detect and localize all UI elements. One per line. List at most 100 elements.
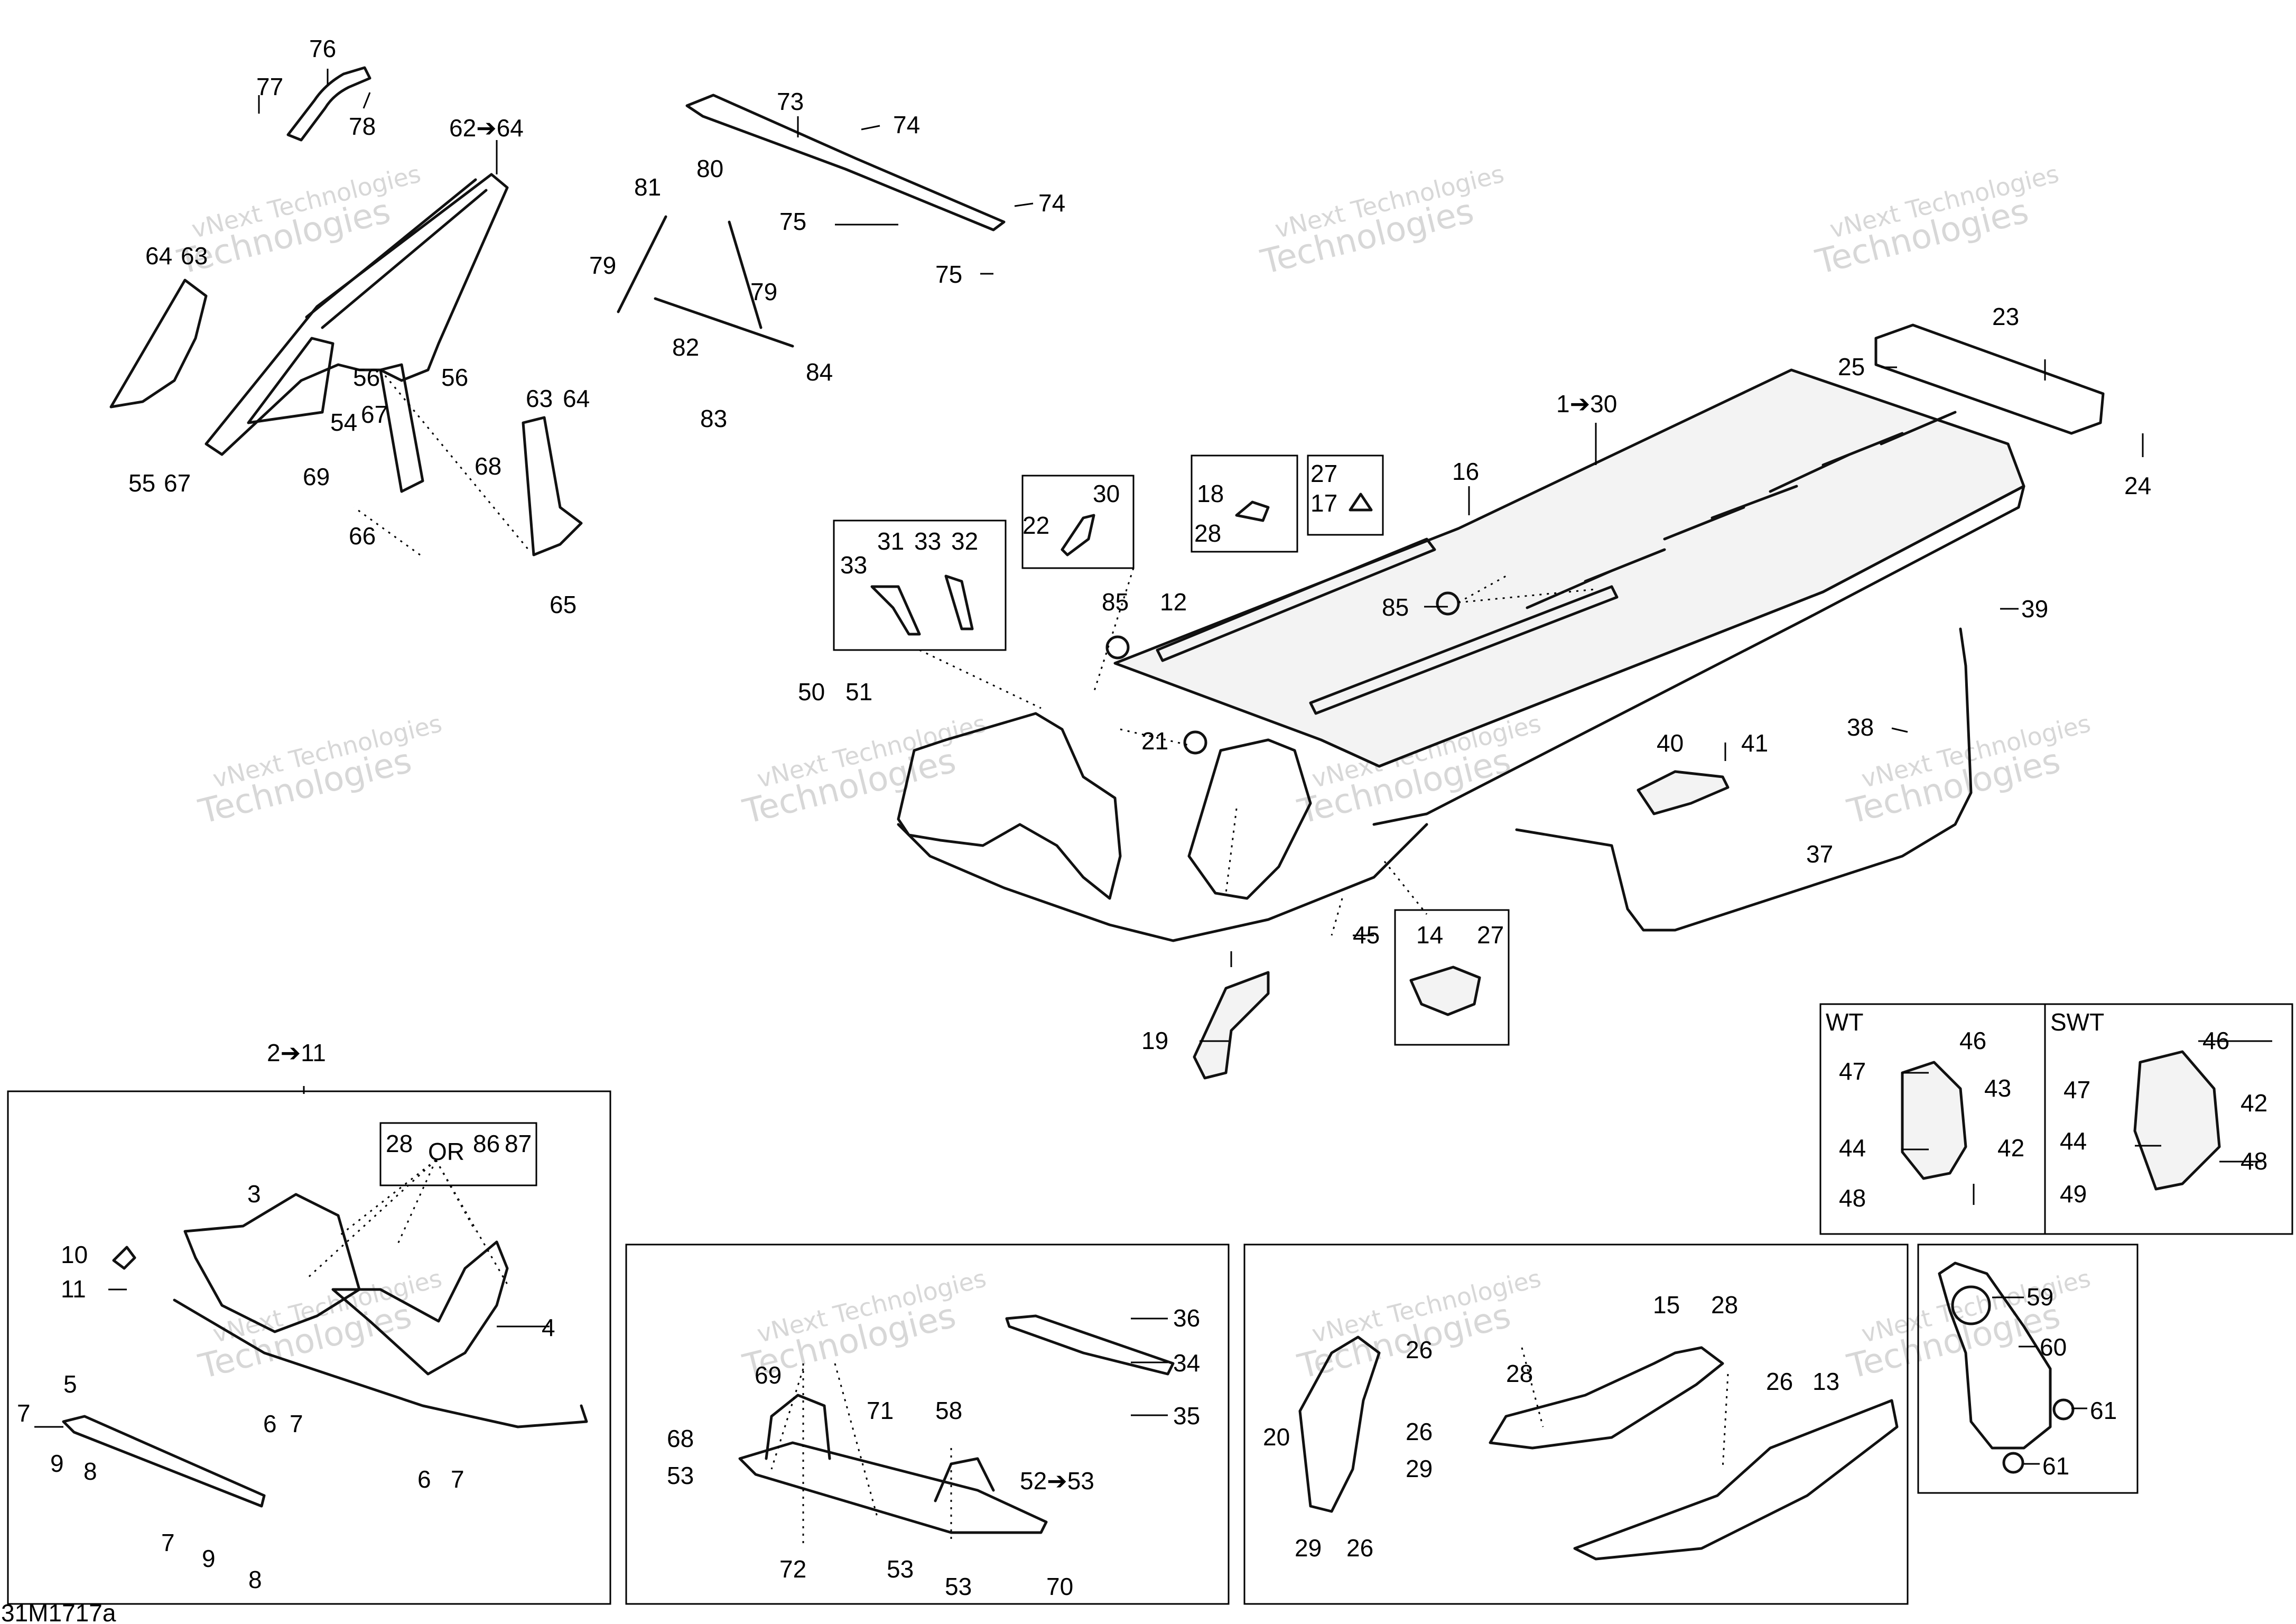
part-23-rail [1874,323,2105,435]
label-75: 75 [779,208,806,235]
part-34-rail [1005,1314,1175,1376]
label-34: 34 [1173,1349,1200,1377]
label-42: 42 [2241,1089,2267,1117]
part-62-tube [305,178,488,329]
label-8: 8 [83,1458,97,1485]
part-62-column-support [204,173,509,456]
part-15-exchanger [1489,1346,1724,1450]
label-28: 28 [1506,1360,1533,1387]
label-85: 85 [1382,593,1409,621]
label-16: 16 [1452,458,1479,485]
part-62-inner [247,337,334,424]
box-22-30 [1021,475,1135,569]
label-7: 7 [17,1399,31,1427]
label-9: 9 [50,1450,64,1477]
label-28: 28 [1194,519,1221,547]
label-74: 74 [893,111,920,138]
label-7: 7 [161,1529,175,1556]
label-17: 17 [1310,489,1337,517]
label-36: 36 [1173,1304,1200,1332]
label-41: 41 [1741,729,1768,757]
label-70: 70 [1046,1573,1073,1600]
label-73: 73 [777,88,804,115]
watermarks: vNext Technologies Technologies vNext Te… [173,159,2093,1387]
part-18-bracket [1235,500,1270,522]
label-12: 12 [1160,588,1187,616]
box-18-28 [1191,454,1298,553]
label-8: 8 [248,1566,262,1593]
label-47: 47 [1839,1057,1866,1085]
part-13-exchanger [1573,1399,1899,1561]
part-22-bracket [1061,514,1095,556]
part-frame-skid [173,1298,588,1428]
label-21: 21 [1141,727,1168,755]
part-14-bracket [1409,966,1481,1016]
part-tunnel-top [1113,368,2025,768]
part-63-plate [522,416,583,556]
box-swt [2044,1003,2293,1235]
label-5: 5 [63,1370,77,1398]
label-54: 54 [330,409,357,436]
label-46: 46 [2202,1027,2229,1054]
part-tunnel-side [1319,485,2025,826]
label-64: 64 [145,242,172,270]
label-87: 87 [505,1130,532,1157]
part-62-leg [379,363,424,493]
label-60: 60 [2040,1333,2067,1361]
label-48: 48 [2241,1147,2267,1175]
part-bellypan [897,823,1428,942]
part-21-plug [1183,730,1207,755]
part-79-rod [617,215,763,329]
part-labels: 77 76 78 62➔64 64 63 56 56 54 67 55 67 6… [1,35,2267,1624]
label-61: 61 [2042,1452,2069,1480]
label-10: 10 [61,1241,88,1268]
part-59-bracket [1938,1261,2052,1450]
part-16-rail [1309,585,1619,715]
label-45: 45 [1353,921,1380,949]
label-59: 59 [2027,1283,2053,1311]
label-61: 61 [2090,1397,2117,1424]
label-27: 27 [1310,460,1337,487]
label-67: 67 [164,469,191,497]
label-25: 25 [1838,353,1865,381]
part-61-nut [2052,1398,2075,1421]
part-52-tower-left [765,1394,831,1460]
watermark: vNext Technologies Technologies [1843,1264,2093,1387]
part-tunnel-ribs [1526,411,1957,609]
box-14-27 [1394,909,1510,1046]
part-19-bracket [1193,971,1270,1080]
label-14: 14 [1416,921,1443,949]
part-swt-bracket [2133,1050,2221,1191]
label-67: 67 [361,401,388,428]
label-72: 72 [779,1555,806,1583]
label-79: 79 [750,278,777,305]
label-53: 53 [667,1462,694,1489]
label-64: 64 [563,385,590,412]
reference-lines [305,369,1729,1543]
label-40: 40 [1657,729,1684,757]
part-52-support [738,1441,1048,1534]
label-37: 37 [1806,840,1833,868]
label-1-30: 1➔30 [1556,390,1617,417]
label-81: 81 [634,173,661,201]
label-42: 42 [1997,1134,2024,1162]
label-15: 15 [1653,1291,1680,1319]
label-29: 29 [1295,1534,1322,1562]
label-56: 56 [353,364,380,391]
label-56: 56 [441,364,468,391]
label-43: 43 [1984,1074,2011,1102]
part-37-bumper [1515,627,1973,932]
box-nose-support [625,1243,1230,1605]
label-19: 19 [1141,1027,1168,1054]
label-26: 26 [1346,1534,1373,1562]
label-27: 27 [1477,921,1504,949]
label-75: 75 [935,261,962,288]
box-59-61 [1917,1243,2139,1494]
part-61-nut [2002,1452,2024,1474]
callout-boxes [7,454,2293,1605]
label-26: 26 [1406,1336,1433,1363]
label-39: 39 [2021,595,2048,623]
box-heat-exchanger [1243,1243,1909,1605]
label-76: 76 [309,35,336,62]
label-47: 47 [2063,1076,2090,1103]
